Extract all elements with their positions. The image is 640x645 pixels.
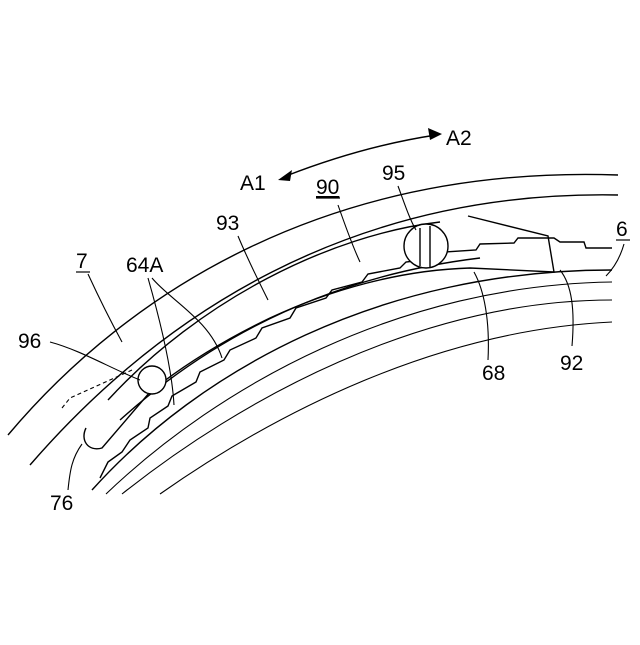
label-a1: A1 [240,172,266,195]
label-7: 7 [76,250,88,273]
leader-76 [68,444,82,490]
label-92: 92 [560,352,583,375]
label-6: 6 [616,218,628,241]
label-90: 90 [316,176,339,199]
arrowhead-a2 [428,128,442,140]
guide-slot-76 [84,392,150,449]
label-93: 93 [216,212,239,235]
leader-7 [88,274,122,342]
guide-slot-hidden-line [62,370,132,408]
leader-90 [338,205,360,262]
inner-arc-3 [160,322,612,494]
label-95: 95 [382,162,405,185]
roller-96 [138,366,166,394]
leader-64a-right [152,278,222,358]
leader-6 [606,244,624,276]
label-68: 68 [482,362,505,385]
direction-arrow [286,135,436,176]
pin-95 [404,224,448,268]
arrowhead-a1 [278,170,292,181]
label-76: 76 [50,492,73,515]
label-96: 96 [18,330,41,353]
label-64a: 64A [126,254,163,277]
outer-ring-arc [8,174,618,435]
leader-92 [560,270,573,346]
outer-ring-inner-arc [30,195,618,465]
label-a2: A2 [446,127,472,150]
